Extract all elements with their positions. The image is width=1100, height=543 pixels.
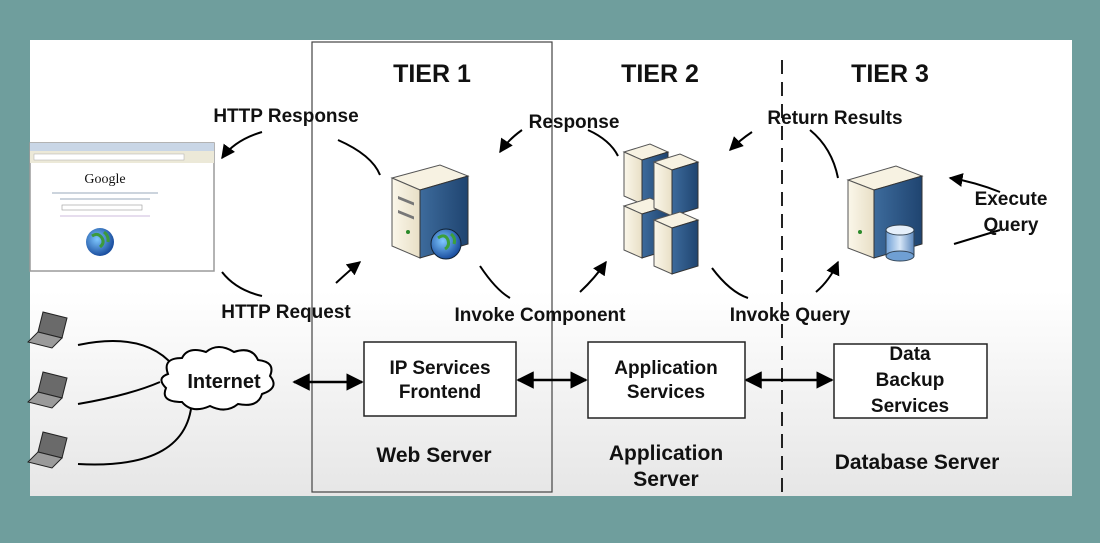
http-response-label: HTTP Response: [213, 106, 358, 127]
tier3-heading: TIER 3: [851, 60, 929, 88]
tier1-heading: TIER 1: [393, 60, 471, 88]
internet-cloud: Internet: [160, 346, 275, 411]
laptop-icon: [27, 371, 68, 409]
tier2-heading: TIER 2: [621, 60, 699, 88]
query-label: Query: [984, 215, 1039, 236]
http-request-arrow: [335, 261, 362, 284]
server-cluster-icon: [622, 143, 700, 275]
client-link: [77, 397, 193, 466]
web-server-label: Web Server: [376, 444, 491, 467]
invoke-query-label: Invoke Query: [730, 305, 851, 326]
svg-text:IP Services: IP Services: [389, 358, 490, 379]
invoke-query-arrow: [815, 260, 840, 293]
svg-text:Backup: Backup: [876, 370, 945, 391]
execute-query-arrow: [948, 173, 1001, 193]
laptop-icon: [27, 431, 68, 469]
return-results-arrow: [729, 131, 753, 151]
http-request-label: HTTP Request: [221, 302, 351, 323]
application-services-box: Application Services: [587, 341, 746, 419]
ip-services-box: IP Services Frontend: [363, 341, 517, 417]
return-results-label: Return Results: [767, 108, 902, 129]
invoke-component-label: Invoke Component: [454, 305, 626, 326]
database-server-label: Database Server: [835, 451, 1000, 474]
client-link: [77, 381, 161, 405]
response-arrow: [499, 129, 523, 154]
invoke-component-arrow: [579, 260, 607, 293]
tier1-column-border: [311, 41, 553, 493]
data-backup-services-box: Data Backup Services: [833, 343, 988, 419]
svg-text:Data: Data: [889, 344, 931, 365]
response-label: Response: [529, 112, 620, 133]
laptop-icon: [27, 311, 68, 349]
execute-label: Execute: [975, 189, 1048, 210]
google-logo: Google: [84, 172, 125, 187]
svg-text:Frontend: Frontend: [399, 382, 481, 403]
server-globe-icon: [390, 164, 470, 260]
svg-text:Services: Services: [627, 382, 705, 403]
internet-label: Internet: [187, 371, 261, 393]
http-response-arrow: [221, 131, 263, 160]
database-server-icon: [846, 165, 924, 262]
svg-text:Services: Services: [871, 396, 949, 417]
application-server-label-line2: Server: [633, 468, 698, 491]
browser-window: Google: [29, 142, 215, 272]
application-server-label-line1: Application: [609, 442, 723, 465]
globe-icon: [86, 228, 114, 256]
svg-text:Application: Application: [614, 358, 717, 379]
